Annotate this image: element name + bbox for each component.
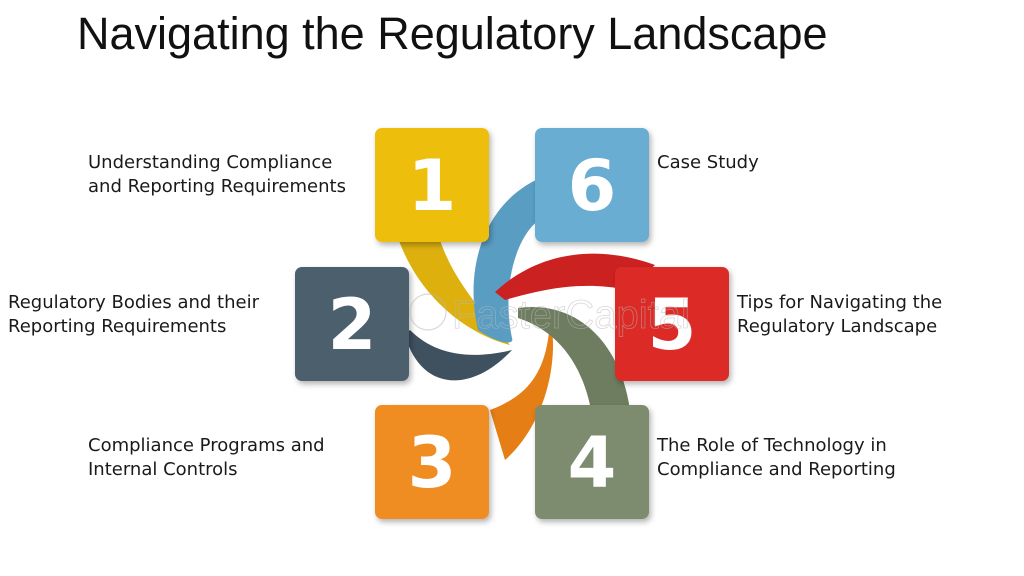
- step-tile-6: 6: [535, 128, 649, 242]
- ribbon-4: [518, 306, 630, 410]
- tile-3-number: 3: [408, 422, 457, 504]
- step-2-label: Regulatory Bodies and their Reporting Re…: [8, 291, 259, 339]
- tile-2-number: 2: [328, 284, 377, 366]
- tile-5-number: 5: [648, 284, 697, 366]
- step-tile-2: 2: [295, 267, 409, 381]
- step-1-label-line2: and Reporting Requirements: [88, 176, 346, 197]
- step-3-label-line1: Compliance Programs and: [88, 435, 325, 456]
- step-tile-1: 1: [375, 128, 489, 242]
- step-tile-5: 5: [615, 267, 729, 381]
- step-6-label: Case Study: [657, 151, 759, 175]
- step-5-label-line2: Regulatory Landscape: [737, 316, 938, 337]
- tile-4-bg: [535, 405, 649, 519]
- tile-6-number: 6: [568, 145, 617, 227]
- page-title: Navigating the Regulatory Landscape: [77, 8, 828, 59]
- tile-1-number: 1: [408, 145, 457, 227]
- step-3-label: Compliance Programs and Internal Control…: [88, 434, 325, 482]
- step-1-label-line1: Understanding Compliance: [88, 152, 333, 173]
- step-3-label-line2: Internal Controls: [88, 459, 238, 480]
- step-5-label-line1: Tips for Navigating the: [737, 292, 943, 313]
- tile-6-bg: [535, 128, 649, 242]
- watermark-text: FasterCapital: [452, 293, 690, 337]
- step-2-label-line1: Regulatory Bodies and their: [8, 292, 259, 313]
- ribbon-3: [490, 318, 553, 460]
- tile-5-bg: [615, 267, 729, 381]
- watermark: FasterCapital: [409, 293, 690, 337]
- ribbon-2: [405, 330, 512, 381]
- step-4-label: The Role of Technology in Compliance and…: [657, 434, 896, 482]
- step-4-label-line1: The Role of Technology in: [657, 435, 887, 456]
- step-tile-4: 4: [535, 405, 649, 519]
- tile-2-bg: [295, 267, 409, 381]
- tile-3-bg: [375, 405, 489, 519]
- step-5-label: Tips for Navigating the Regulatory Lands…: [737, 291, 942, 339]
- step-6-label-line1: Case Study: [657, 152, 759, 173]
- tile-1-bg: [375, 128, 489, 242]
- step-1-label: Understanding Compliance and Reporting R…: [88, 151, 346, 199]
- watermark-gear-icon: [409, 293, 447, 331]
- step-tile-3: 3: [375, 405, 489, 519]
- ribbon-5: [495, 253, 655, 300]
- ribbon-6: [473, 175, 548, 343]
- step-2-label-line2: Reporting Requirements: [8, 316, 227, 337]
- step-4-label-line2: Compliance and Reporting: [657, 459, 896, 480]
- tile-4-number: 4: [568, 422, 617, 504]
